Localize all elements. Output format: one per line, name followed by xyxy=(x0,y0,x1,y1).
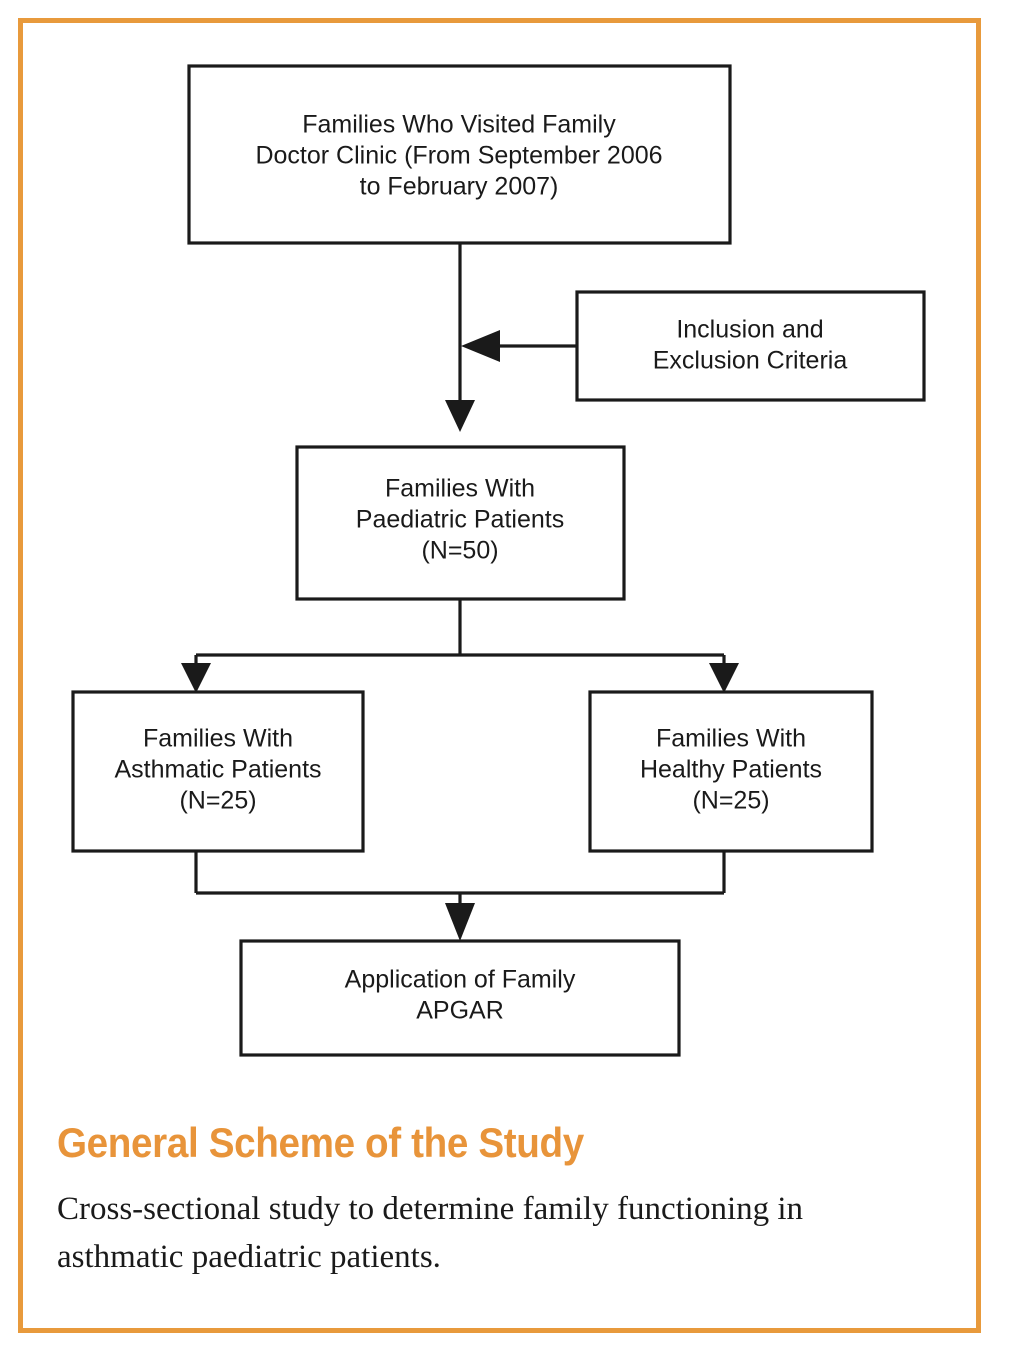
node-apgar-line-1: Application of Family xyxy=(345,966,576,994)
node-healthy-line-1: Families With xyxy=(656,725,806,753)
arrowhead-down-to-paediatric xyxy=(445,400,475,432)
node-paediatric-line-3: (N=50) xyxy=(421,537,498,565)
node-paediatric-line-1: Families With xyxy=(385,475,535,503)
node-source-population-line-1: Families Who Visited Family xyxy=(302,111,616,139)
node-asthmatic-line-1: Families With xyxy=(143,725,293,753)
node-apgar-box xyxy=(239,939,681,1057)
edge-criteria-to-trunk xyxy=(461,330,577,362)
node-criteria-box xyxy=(575,290,926,402)
node-paediatric-box xyxy=(295,445,626,601)
figure-caption: Cross-sectional study to determine famil… xyxy=(57,1191,804,1276)
flowchart-diagram: Families Who Visited Family Doctor Clini… xyxy=(71,64,926,1057)
node-healthy: Families With Healthy Patients (N=25) xyxy=(588,690,874,853)
edge-source-to-paediatric xyxy=(445,243,475,432)
node-healthy-line-2: Healthy Patients xyxy=(640,756,822,784)
node-healthy-line-3: (N=25) xyxy=(692,787,769,815)
node-source-population: Families Who Visited Family Doctor Clini… xyxy=(187,64,732,245)
edge-merge-to-apgar xyxy=(194,851,726,941)
arrowhead-down-to-healthy xyxy=(709,663,739,693)
node-paediatric: Families With Paediatric Patients (N=50) xyxy=(295,445,626,601)
node-criteria-line-1: Inclusion and xyxy=(676,316,823,344)
node-source-population-box xyxy=(187,64,732,245)
arrowhead-down-to-apgar xyxy=(445,903,475,941)
node-apgar-line-2: APGAR xyxy=(416,997,504,1025)
node-criteria-line-2: Exclusion Criteria xyxy=(653,347,848,375)
node-source-population-line-3: to February 2007) xyxy=(360,173,559,201)
arrowhead-down-to-asthmatic xyxy=(181,663,211,693)
node-apgar: Application of Family APGAR xyxy=(239,939,681,1057)
figure-caption-area: General Scheme of the Study Cross-sectio… xyxy=(57,1119,947,1282)
figure-title: General Scheme of the Study xyxy=(57,1119,584,1166)
node-asthmatic-box xyxy=(71,690,365,853)
arrowhead-left-into-trunk xyxy=(461,330,500,362)
node-healthy-box xyxy=(588,690,874,853)
node-paediatric-line-2: Paediatric Patients xyxy=(356,506,564,534)
node-criteria: Inclusion and Exclusion Criteria xyxy=(575,290,926,402)
node-asthmatic-line-2: Asthmatic Patients xyxy=(114,756,321,784)
node-asthmatic: Families With Asthmatic Patients (N=25) xyxy=(71,690,365,853)
edge-paediatric-split xyxy=(181,599,739,693)
node-source-population-line-2: Doctor Clinic (From September 2006 xyxy=(255,142,662,170)
node-asthmatic-line-3: (N=25) xyxy=(179,787,256,815)
